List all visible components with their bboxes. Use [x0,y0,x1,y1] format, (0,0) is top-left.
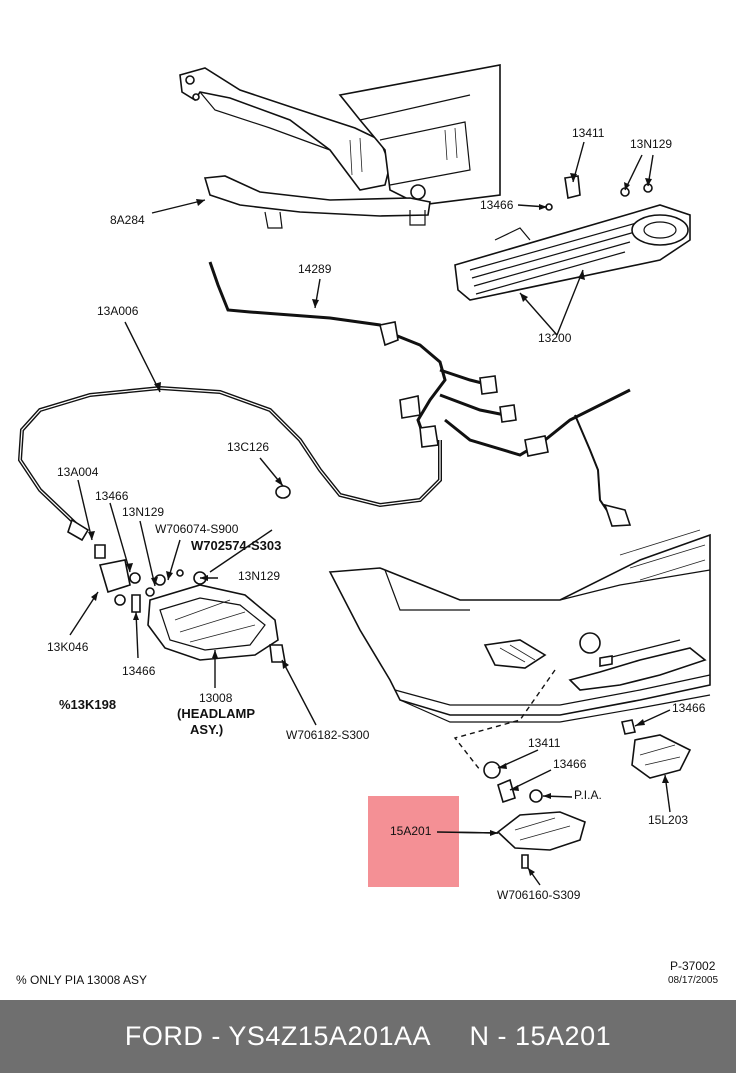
label-W706160: W706160-S309 [497,888,581,902]
label-13411-b: 13411 [528,736,561,750]
fog-lamp-illustration [453,669,586,869]
label-13466-top: 13466 [480,198,514,212]
arrowheads [88,173,669,876]
headlamp-assembly-illustration [94,544,286,663]
grille-illustration [454,175,691,301]
label-PIA: P.I.A. [574,788,602,802]
side-marker-illustration [621,719,692,779]
label-W702574: W702574-S303 [191,538,281,553]
part-labels: 8A284 13411 13N129 13466 13200 14289 13A… [16,126,718,987]
label-W706074: W706074-S900 [155,522,239,536]
label-15L203: 15L203 [648,813,688,827]
label-8A284: 8A284 [110,213,145,227]
footnote: % ONLY PIA 13008 ASY [16,973,147,987]
part-number-footer: FORD - YS4Z15A201AA N - 15A201 [0,1000,736,1073]
headlamp-wiring-illustration [17,385,442,542]
label-14289: 14289 [298,262,332,276]
label-headlamp-line2: ASY.) [190,722,223,737]
radiator-support-illustration [179,64,501,229]
bumper-cover-illustration [328,529,711,723]
wiring-harness-illustration [208,261,632,527]
label-13N129-a: 13N129 [122,505,164,519]
label-13N129-b: 13N129 [238,569,280,583]
label-13466-a: 13466 [95,489,129,503]
label-13466-d: 13466 [553,757,587,771]
label-13008: 13008 [199,691,233,705]
reference-date: 08/17/2005 [668,975,718,986]
label-13A006: 13A006 [97,304,139,318]
label-W706182: W706182-S300 [286,728,370,742]
label-13200: 13200 [538,331,572,345]
label-13466-c: 13466 [672,701,706,715]
parts-diagram: 8A284 13411 13N129 13466 13200 14289 13A… [16,64,718,987]
footer-text: FORD - YS4Z15A201AA N - 15A201 [124,1021,612,1051]
label-headlamp-line1: (HEADLAMP [177,706,255,721]
reference-code: P-37002 [670,959,716,973]
label-13411-top: 13411 [572,126,605,140]
label-13N129-top: 13N129 [630,137,672,151]
highlight-box [368,796,459,887]
label-13466-b: 13466 [122,664,156,678]
label-13K198: %13K198 [59,697,116,712]
label-13C126: 13C126 [227,440,269,454]
label-13K046: 13K046 [47,640,89,654]
label-13A004: 13A004 [57,465,99,479]
leader-lines [69,141,671,886]
